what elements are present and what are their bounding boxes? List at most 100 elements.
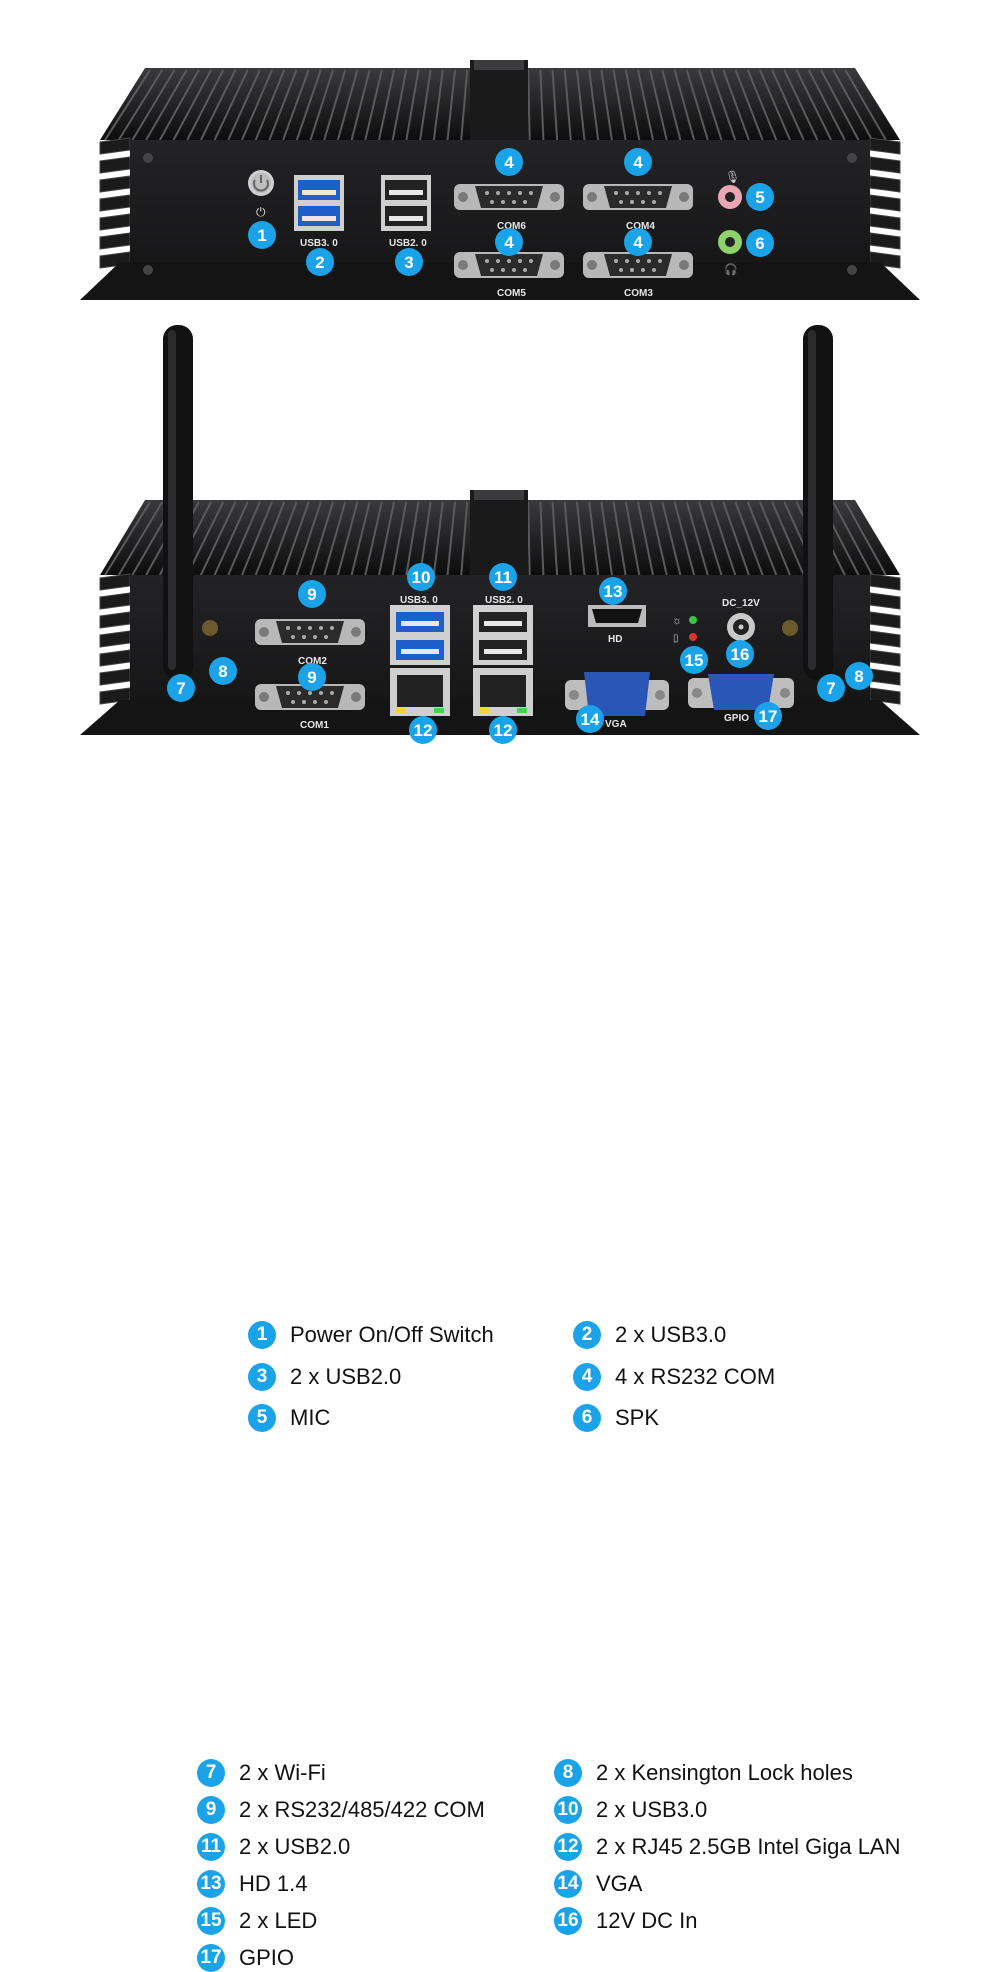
legend-badge: 5 — [248, 1404, 276, 1432]
com-port-com2[interactable] — [255, 619, 365, 645]
com-port-com6[interactable] — [454, 184, 564, 210]
rear-usb2-ports[interactable] — [473, 605, 533, 665]
heatsink-fin — [186, 69, 225, 141]
heatsink-fin — [832, 69, 874, 141]
legend-label: 2 x RS232/485/422 COM — [239, 1797, 485, 1822]
heatsink-fin — [588, 69, 600, 141]
wifi-antenna-left — [163, 325, 193, 680]
heatsink-fin — [268, 501, 298, 576]
speaker-jack[interactable]: 🎧 — [718, 230, 742, 276]
heatsink-fin — [241, 69, 273, 141]
side-fin — [869, 232, 901, 250]
heatsink-fin — [563, 501, 572, 576]
svg-text:🎧: 🎧 — [724, 263, 738, 276]
legend-item: 1 Power On/Off Switch — [248, 1321, 494, 1349]
rj45-port-2[interactable] — [473, 668, 533, 716]
side-fin — [869, 213, 901, 231]
heatsink-fin — [649, 69, 668, 141]
heatsink-fin — [323, 69, 347, 141]
com-port-com1[interactable] — [255, 684, 365, 710]
legend-label: GPIO — [239, 1945, 295, 1970]
hd-port[interactable] — [588, 605, 646, 627]
side-fin — [99, 156, 131, 174]
svg-text:15: 15 — [685, 651, 704, 670]
heatsink-fin — [213, 69, 249, 141]
legend-label: 2 x USB3.0 — [615, 1322, 727, 1347]
rear-usb3-ports[interactable] — [390, 605, 450, 665]
heatsink-fin — [576, 501, 586, 576]
heatsink-fin — [600, 501, 613, 576]
callout-badge: 9 — [298, 663, 326, 691]
svg-text:2: 2 — [315, 253, 324, 272]
front-com4-label: COM4 — [626, 221, 655, 232]
side-fin — [869, 573, 901, 591]
side-fin — [99, 611, 131, 629]
mic-jack[interactable]: 🎙 — [718, 170, 742, 209]
disk-icon: ▯ — [673, 633, 679, 644]
heatsink-fin — [336, 501, 359, 576]
heatsink-fin — [527, 69, 531, 141]
front-usb2-ports[interactable] — [381, 175, 431, 231]
side-fin — [99, 630, 131, 648]
legend-badge: 17 — [197, 1944, 225, 1972]
heatsink-fin — [172, 69, 212, 141]
legend-label: HD 1.4 — [239, 1871, 308, 1896]
heatsink-fin — [309, 69, 334, 141]
gpio-port[interactable] — [688, 674, 794, 710]
legend-badge: 1 — [248, 1321, 276, 1349]
heatsink-fin — [746, 69, 778, 141]
front-usb3-ports[interactable] — [294, 175, 344, 231]
heatsink-fin — [807, 69, 846, 141]
heatsink-fin — [710, 69, 737, 141]
svg-text:1: 1 — [257, 226, 266, 245]
legend-badge: 14 — [554, 1870, 582, 1898]
heatsink-fin — [576, 69, 586, 141]
heatsink-fin — [771, 501, 805, 576]
dc-jack[interactable] — [727, 613, 755, 641]
side-fin — [869, 649, 901, 667]
heatsink-fin — [612, 501, 627, 576]
com-port-com5[interactable] — [454, 252, 564, 278]
front-unit: ⏻ 🎙 🎧 — [80, 60, 920, 300]
rj45-port-1[interactable] — [390, 668, 450, 716]
side-fin — [869, 668, 901, 686]
heatsink-fin — [391, 69, 408, 141]
legend-label: 2 x LED — [239, 1908, 318, 1933]
legend-badge: 4 — [573, 1363, 601, 1391]
legend-item: 9 2 x RS232/485/422 COM — [197, 1796, 485, 1824]
kensington-lock-left — [202, 620, 218, 636]
heatsink-fin — [746, 501, 778, 576]
heatsink-fin — [432, 69, 444, 141]
heatsink-fin — [783, 69, 819, 141]
heatsink-fin — [710, 501, 737, 576]
com-port-com4[interactable] — [583, 184, 693, 210]
callout-badge: 17 — [754, 702, 782, 730]
legend-badge: 6 — [573, 1404, 601, 1432]
rear-unit: ☼ ▯ — [80, 325, 920, 735]
heatsink-fin — [446, 69, 456, 141]
legend-badge: 9 — [197, 1796, 225, 1824]
callout-badge: 4 — [495, 228, 523, 256]
power-button[interactable] — [248, 170, 274, 196]
heatsink-fin — [419, 69, 432, 141]
com-port-com3[interactable] — [583, 252, 693, 278]
legend-badge: 13 — [197, 1870, 225, 1898]
svg-text:12: 12 — [494, 721, 513, 740]
legend-label: Power On/Off Switch — [290, 1322, 494, 1347]
led-green — [689, 616, 697, 624]
heatsink-fin — [759, 501, 791, 576]
svg-text:17: 17 — [759, 707, 778, 726]
heatsink-fin — [131, 69, 176, 141]
heatsink-fin — [336, 69, 359, 141]
heatsink-fin — [649, 501, 668, 576]
svg-text:4: 4 — [633, 233, 643, 252]
light-icon: ☼ — [672, 615, 682, 627]
heatsink-fin — [551, 69, 559, 141]
legend-label: 2 x RJ45 2.5GB Intel Giga LAN — [596, 1834, 901, 1859]
vga-port[interactable] — [565, 672, 669, 716]
